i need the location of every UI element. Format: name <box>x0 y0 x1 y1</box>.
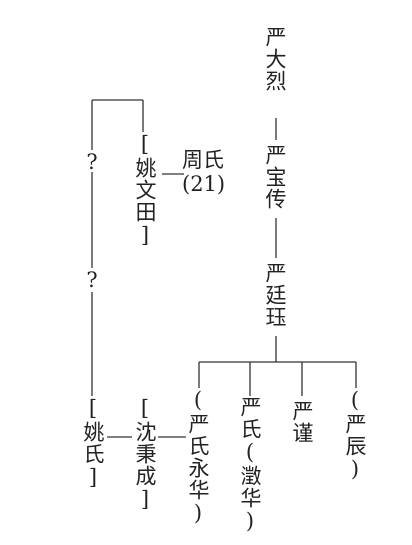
node-yan-shi-chenghua: 严氏(澂华) <box>238 396 262 534</box>
node-yao-shi: [姚氏] <box>81 396 105 490</box>
node-shen-bingcheng: [沈秉成] <box>133 396 157 512</box>
node-zhou-shi: 周氏 (21) <box>182 148 226 196</box>
node-yan-chen: (严辰) <box>343 388 367 482</box>
node-yan-baochuan: 严宝传 <box>263 144 287 210</box>
unknown-ancestor-upper: ? <box>86 150 98 174</box>
zhou-shi-note: (21) <box>182 172 226 196</box>
unknown-ancestor-lower: ? <box>86 268 98 292</box>
node-yan-dalie: 严大烈 <box>263 26 287 92</box>
node-yan-shi-yonghua: (严氏永华) <box>186 388 210 526</box>
node-yan-tingyu: 严廷珏 <box>263 262 287 328</box>
node-yan-jin: 严谨 <box>290 400 314 444</box>
zhou-shi-name: 周氏 <box>182 148 224 172</box>
node-yao-wentian: [姚文田] <box>133 132 157 248</box>
